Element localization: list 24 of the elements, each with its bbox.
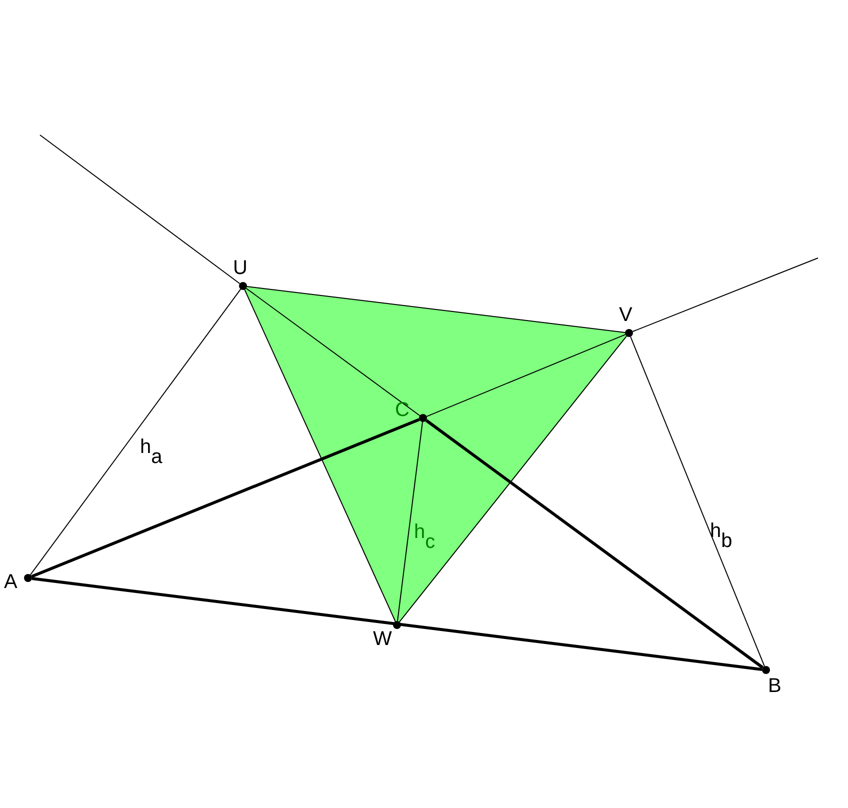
point-label: B: [768, 676, 782, 696]
line-segment: [425, 419, 764, 669]
ray-line: [40, 134, 240, 284]
ray-line: [632, 258, 818, 332]
line-segment: [426, 334, 626, 417]
line-segment: [399, 336, 627, 622]
point: [24, 574, 32, 582]
point-label: A: [4, 572, 18, 592]
point: [762, 666, 770, 674]
line-segment: [30, 288, 242, 576]
point-label: C: [395, 400, 410, 420]
line-segment: [31, 418, 420, 578]
line-segment: [630, 336, 765, 667]
line-segment: [246, 286, 626, 334]
line-segment: [397, 421, 423, 622]
point: [625, 329, 633, 337]
point-label: U: [233, 258, 248, 278]
point: [239, 282, 247, 290]
line-segment: [246, 288, 420, 416]
point-label: V: [619, 305, 632, 325]
line-segment: [244, 289, 396, 622]
point-label: W: [373, 629, 392, 649]
point: [393, 621, 401, 629]
line-segment: [32, 577, 762, 671]
